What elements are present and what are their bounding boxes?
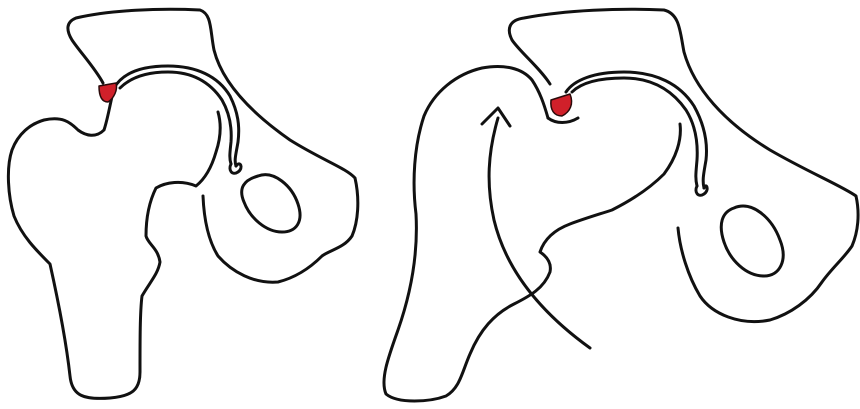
left-impingement-highlight	[99, 83, 117, 102]
right-fovea-notch	[696, 186, 707, 195]
left-pelvis-outline	[68, 9, 358, 282]
right-obturator-foramen	[721, 206, 783, 276]
right-acetabulum-inner	[572, 78, 697, 186]
left-femur-outline	[8, 88, 220, 398]
right-acetabulum-outer	[566, 72, 707, 188]
right-impingement-highlight	[551, 94, 572, 116]
right-pelvis-outline	[509, 9, 858, 321]
curved-arrow-icon	[489, 118, 590, 348]
right-femur-outline	[384, 67, 680, 402]
right-femoral-head-contact	[548, 118, 578, 123]
left-acetabulum-inner	[120, 72, 231, 164]
left-fovea-notch	[230, 164, 241, 173]
right-panel	[384, 9, 858, 401]
left-panel	[8, 9, 357, 398]
left-obturator-foramen	[242, 175, 300, 232]
